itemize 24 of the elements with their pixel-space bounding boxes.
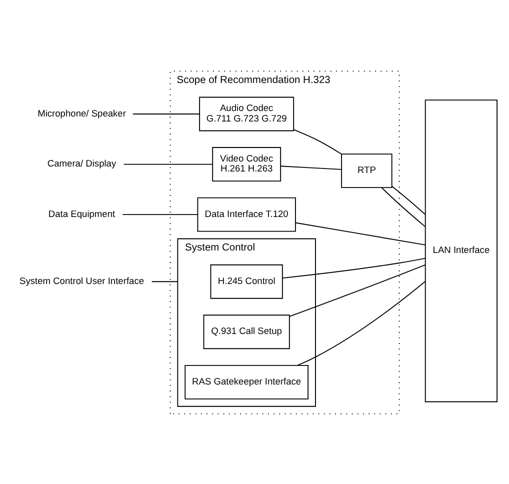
- connector: [280, 165, 342, 170]
- node-text: Camera/ Display: [47, 158, 116, 168]
- connector: [282, 257, 426, 278]
- connector: [297, 280, 426, 366]
- connector: [123, 163, 213, 164]
- node-text: Data Equipment: [48, 208, 116, 218]
- node-box: LAN Interface: [424, 99, 498, 402]
- node-box: Video Codec H.261 H.263: [212, 146, 282, 181]
- connector: [293, 128, 342, 154]
- connector: [122, 214, 198, 215]
- connector: [392, 185, 426, 214]
- node-box: RTP: [341, 153, 392, 188]
- node-box: Data Interface T.120: [197, 196, 296, 232]
- connector: [289, 264, 426, 316]
- connector: [132, 113, 200, 114]
- connector: [295, 222, 426, 245]
- node-text: Microphone/ Speaker: [38, 108, 126, 118]
- connector: [151, 280, 178, 282]
- node-box: Q.931 Call Setup: [203, 314, 290, 349]
- node-box: Audio Codec G.711 G.723 G.729: [199, 96, 294, 131]
- node-box: H.245 Control: [210, 264, 283, 298]
- node-box: RAS Gatekeeper Interface: [184, 364, 308, 399]
- connector: [381, 186, 426, 227]
- node-text: System Control User Interface: [20, 275, 144, 286]
